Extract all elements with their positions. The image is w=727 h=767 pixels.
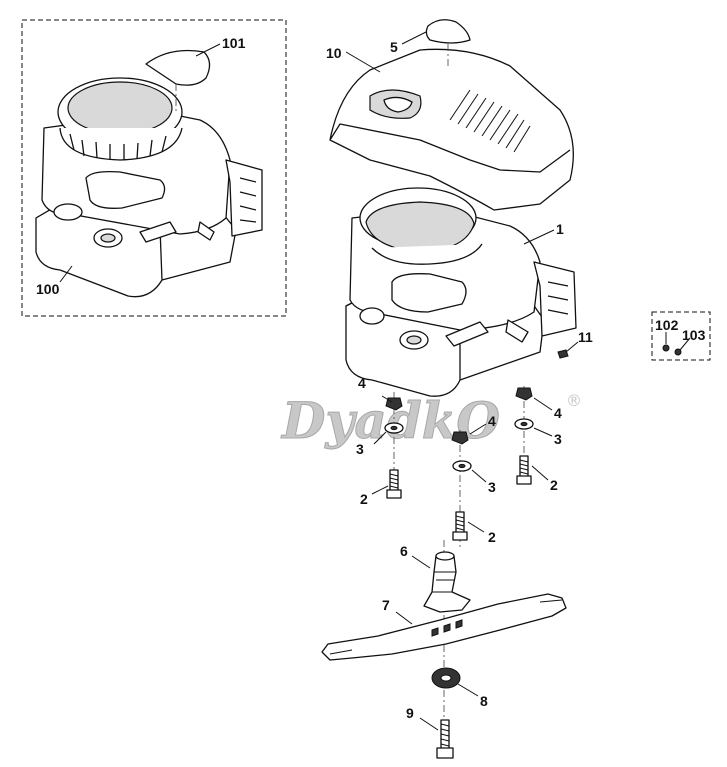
callout-2-left: 2 (360, 491, 368, 507)
callout-103: 103 (682, 327, 706, 343)
part-2-bolt-middle (452, 511, 468, 541)
callout-8: 8 (480, 693, 488, 709)
fastener-set-middle: 4 3 2 (451, 413, 496, 548)
fastener-set-right: 4 3 2 (514, 386, 562, 493)
part-1-engine: 1 (345, 187, 577, 397)
part-11-screw: 11 (557, 329, 593, 359)
callout-100: 100 (36, 281, 60, 297)
part-102-nut (662, 344, 670, 352)
part-9-bolt: 9 (406, 705, 454, 759)
part-8-washer: 8 (431, 667, 488, 709)
callout-7: 7 (382, 597, 390, 613)
callout-2-right: 2 (550, 477, 558, 493)
fastener-set-left: 4 3 2 (356, 375, 404, 507)
inset-box-border (21, 19, 287, 317)
callout-3-middle: 3 (488, 479, 496, 495)
callout-4-left: 4 (358, 375, 366, 391)
callout-3-right: 3 (554, 431, 562, 447)
callout-9: 9 (406, 705, 414, 721)
callout-1: 1 (556, 221, 564, 237)
callout-2-middle: 2 (488, 529, 496, 545)
inset-102-103: 102 103 (651, 311, 711, 361)
engine-100-drawing (35, 77, 263, 298)
part-5-cap: 5 (390, 19, 471, 66)
callout-6: 6 (400, 543, 408, 559)
callout-4-middle: 4 (488, 413, 496, 429)
callout-11: 11 (578, 329, 593, 345)
callout-5: 5 (390, 39, 398, 55)
callout-102: 102 (655, 317, 679, 333)
part-2-bolt-left (386, 469, 402, 499)
part-101-cap (145, 49, 211, 86)
part-10-engine-cover: 10 (326, 45, 574, 211)
part-4-nut-right (515, 387, 533, 401)
part-103-screw (674, 348, 682, 356)
inset-engine-100: 101 100 (21, 19, 287, 317)
part-4-nut-middle (451, 431, 469, 445)
part-6-blade-adapter: 6 (400, 543, 471, 613)
part-2-bolt-right (516, 455, 532, 485)
callout-3-left: 3 (356, 441, 364, 457)
inset-small-border (651, 311, 711, 361)
callout-10: 10 (326, 45, 342, 61)
callout-101: 101 (222, 35, 246, 51)
svg-text:®: ® (566, 391, 582, 410)
part-7-blade: 7 (321, 593, 567, 661)
cover-grille (449, 89, 531, 153)
callout-4-right: 4 (554, 405, 562, 421)
